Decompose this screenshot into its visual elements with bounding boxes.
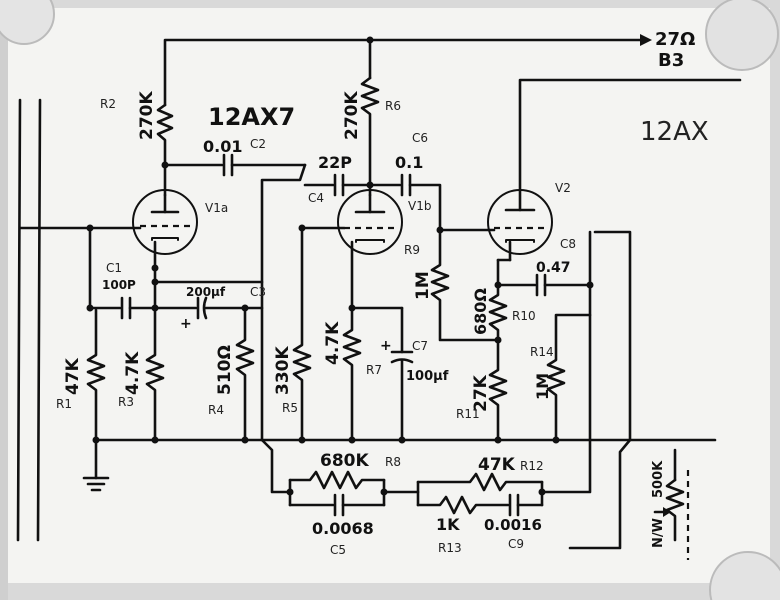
b3-label: B3 bbox=[658, 50, 684, 71]
r9-ref: R9 bbox=[404, 243, 420, 257]
resistor-r12 bbox=[416, 472, 544, 492]
resistor-r14 bbox=[546, 313, 592, 442]
c9-value: 0.0016 bbox=[484, 516, 542, 534]
r6-ref: R6 bbox=[385, 99, 401, 113]
resistor-r3 bbox=[145, 308, 165, 442]
r12-ref: R12 bbox=[520, 459, 544, 473]
r6-value: 270K bbox=[342, 91, 362, 140]
resistor-r9 bbox=[430, 228, 500, 342]
r1-ref: R1 bbox=[56, 397, 72, 411]
potentiometer-icon bbox=[665, 478, 685, 542]
r10-ref: R10 bbox=[512, 309, 536, 323]
r7-value: 4.7K bbox=[323, 321, 343, 365]
c8-ref: C8 bbox=[560, 237, 576, 251]
page-title: 12AX bbox=[640, 117, 709, 147]
c4-ref: C4 bbox=[308, 191, 324, 205]
c7-value: 100μf bbox=[406, 369, 449, 384]
resistor-r10 bbox=[488, 283, 508, 342]
pot-value: 500K bbox=[651, 460, 666, 498]
c8-value: 0.47 bbox=[536, 260, 571, 276]
c2-ref: C2 bbox=[250, 137, 266, 151]
tube-v1a bbox=[132, 189, 198, 255]
resistor-r5 bbox=[292, 226, 312, 442]
r2-ref: R2 bbox=[100, 97, 116, 111]
r13-value: 1K bbox=[436, 515, 460, 534]
r3-value: 4.7K bbox=[123, 351, 143, 395]
r7-ref: R7 bbox=[366, 363, 382, 377]
resistor-r11 bbox=[488, 338, 508, 442]
r8-value: 680K bbox=[320, 451, 369, 471]
paper-sheet bbox=[8, 8, 770, 583]
magnet-bottom-right bbox=[709, 551, 780, 600]
r10-value: 680Ω bbox=[471, 288, 490, 335]
resistor-r6 bbox=[360, 76, 380, 197]
r13-ref: R13 bbox=[438, 541, 462, 555]
r9-value: 1M bbox=[413, 271, 433, 300]
arrow-icon bbox=[640, 34, 652, 46]
c1-ref: C1 bbox=[106, 261, 122, 275]
r5-ref: R5 bbox=[282, 401, 298, 415]
r5-value: 330K bbox=[273, 346, 293, 395]
b-plus-rail bbox=[163, 38, 642, 107]
tube-v1a-label: V1a bbox=[205, 201, 228, 215]
r8-ref: R8 bbox=[385, 455, 401, 469]
c2-value: 0.01 bbox=[203, 137, 242, 156]
c3-polarity: + bbox=[180, 316, 192, 332]
c5-ref: C5 bbox=[330, 543, 346, 557]
tube-v2-label: V2 bbox=[555, 181, 571, 195]
r3-ref: R3 bbox=[118, 395, 134, 409]
resistor-r8 bbox=[288, 470, 386, 490]
magnet-top-left bbox=[0, 0, 55, 45]
left-border-line-2 bbox=[36, 98, 42, 542]
resistor-r13 bbox=[416, 495, 510, 515]
c6-ref: C6 bbox=[412, 131, 428, 145]
resistor-r7 bbox=[342, 240, 362, 442]
resistor-r1 bbox=[86, 308, 106, 442]
r4-value: 510Ω bbox=[215, 345, 235, 395]
magnet-top-right bbox=[705, 0, 779, 71]
r2-value: 270K bbox=[137, 91, 157, 140]
c9-ref: C9 bbox=[508, 537, 524, 551]
r12-value: 47K bbox=[478, 455, 516, 475]
tube-v1b-label: V1b bbox=[408, 199, 431, 213]
tube-type-label: 12AX7 bbox=[208, 103, 295, 131]
pot-type: N/W bbox=[651, 518, 666, 548]
c1-value: 100P bbox=[102, 278, 136, 292]
c7-polarity: + bbox=[380, 338, 392, 354]
resistor-r4 bbox=[235, 306, 255, 442]
left-border-line-1 bbox=[16, 98, 22, 542]
r4-ref: R4 bbox=[208, 403, 224, 417]
r11-ref: R11 bbox=[456, 407, 480, 421]
c3-ref: C3 bbox=[250, 285, 266, 299]
r14-ref: R14 bbox=[530, 345, 554, 359]
c5-value: 0.0068 bbox=[312, 519, 374, 538]
c3-value: 200μf bbox=[186, 285, 226, 299]
tube-v1b bbox=[337, 189, 403, 255]
c4-value: 22P bbox=[318, 153, 352, 172]
r14-value: 1M bbox=[533, 373, 552, 400]
r11-value: 27K bbox=[471, 374, 491, 412]
resistor-r2 bbox=[156, 103, 174, 197]
r1-value: 47K bbox=[63, 357, 83, 395]
b3-voltage-label: 27Ω bbox=[655, 29, 695, 50]
c7-ref: C7 bbox=[412, 339, 428, 353]
c6-value: 0.1 bbox=[395, 153, 423, 172]
